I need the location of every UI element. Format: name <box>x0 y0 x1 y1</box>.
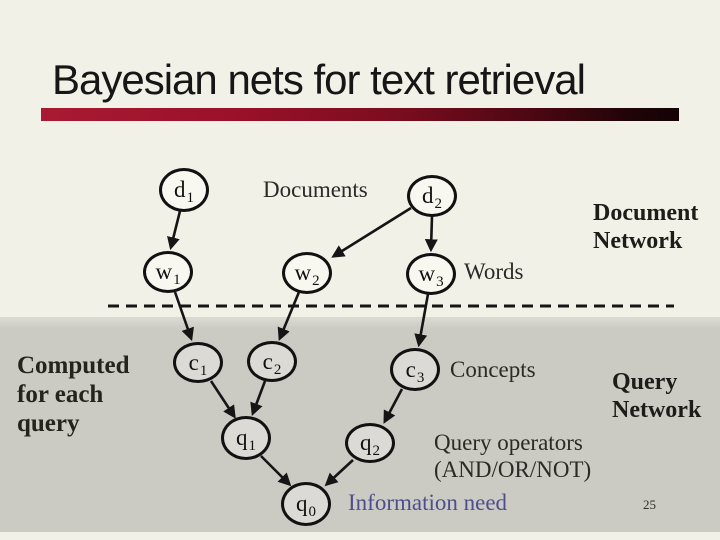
query-network-label: Query Network <box>612 369 702 423</box>
edge-d2-w2 <box>331 206 412 258</box>
information-need-label: Information need <box>348 490 508 515</box>
node-w3: w3 <box>406 253 456 295</box>
node-w2: w2 <box>282 252 332 294</box>
node-d1: d1 <box>159 168 209 212</box>
node-c2: c2 <box>247 341 297 382</box>
edge-d2-w3 <box>424 215 438 253</box>
node-q0: q0 <box>281 482 331 526</box>
page-number: 25 <box>643 497 656 512</box>
node-d2: d2 <box>407 175 457 217</box>
node-w1: w1 <box>143 251 193 293</box>
computed-for-each-query-label: Computed for each query <box>17 352 130 437</box>
words-label: Words <box>464 259 524 284</box>
document-network-label: Document Network <box>593 200 699 254</box>
edge-d1-w1 <box>167 210 182 251</box>
documents-label: Documents <box>263 177 368 202</box>
title-underline-bar <box>41 108 679 121</box>
node-q2: q2 <box>345 423 395 463</box>
slide-title: Bayesian nets for text retrieval <box>52 56 586 103</box>
node-c3: c3 <box>390 348 440 391</box>
query-operators-label: Query operators (AND/OR/NOT) <box>434 430 592 482</box>
node-q1: q1 <box>221 416 271 460</box>
concepts-label: Concepts <box>450 357 536 382</box>
node-c1: c1 <box>173 342 223 383</box>
